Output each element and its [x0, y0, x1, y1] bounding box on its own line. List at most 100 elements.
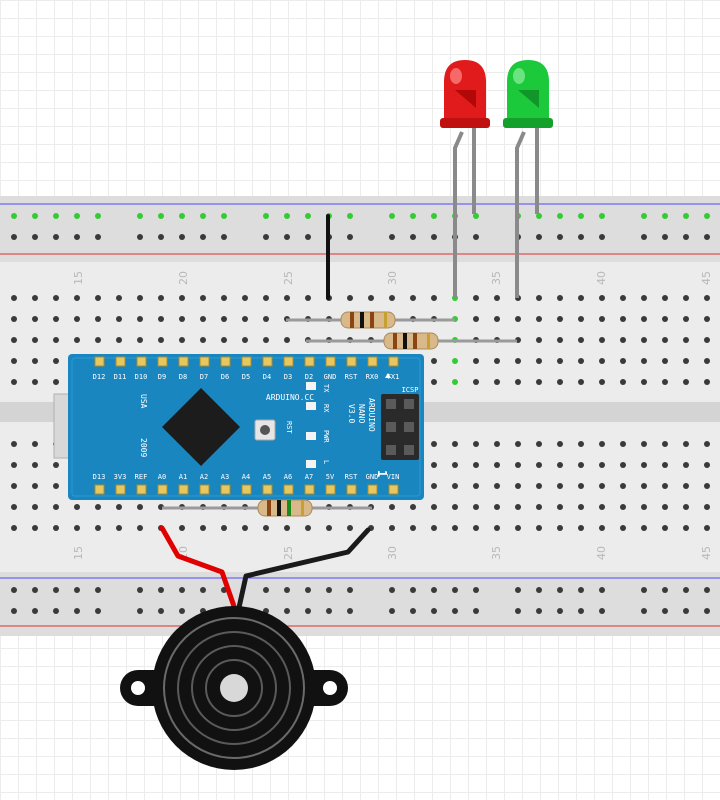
- rail-hole: [32, 608, 38, 614]
- breadboard-hole: [620, 462, 626, 468]
- breadboard-hole: [32, 504, 38, 510]
- resistor-buzzer: [257, 499, 313, 517]
- pin-label: D7: [200, 373, 208, 381]
- rail-hole: [158, 608, 164, 614]
- rail-hole: [284, 213, 290, 219]
- breadboard-hole: [578, 316, 584, 322]
- breadboard-hole: [704, 462, 710, 468]
- breadboard-hole: [284, 525, 290, 531]
- breadboard-hole: [452, 525, 458, 531]
- rail-hole: [74, 587, 80, 593]
- breadboard-hole: [74, 525, 80, 531]
- breadboard-hole: [662, 462, 668, 468]
- breadboard-hole: [599, 337, 605, 343]
- breadboard-hole: [473, 441, 479, 447]
- breadboard-hole: [536, 379, 542, 385]
- breadboard-hole: [242, 295, 248, 301]
- pin-5v: 5V: [325, 473, 336, 495]
- breadboard-hole: [95, 337, 101, 343]
- rail-hole: [683, 608, 689, 614]
- breadboard-hole: [620, 316, 626, 322]
- rail-hole: [662, 608, 668, 614]
- rail-hole: [200, 587, 206, 593]
- rail-hole: [452, 608, 458, 614]
- breadboard-hole: [11, 337, 17, 343]
- rail-hole: [158, 234, 164, 240]
- breadboard-hole: [683, 441, 689, 447]
- breadboard-hole: [263, 295, 269, 301]
- breadboard-hole: [599, 358, 605, 364]
- breadboard-hole: [32, 379, 38, 385]
- pin-label: RST: [345, 473, 358, 481]
- breadboard-hole: [578, 379, 584, 385]
- breadboard-hole: [263, 316, 269, 322]
- pin-d12: D12: [93, 356, 105, 381]
- rail-hole: [137, 213, 143, 219]
- led-label-l: L: [322, 460, 330, 464]
- breadboard-hole: [683, 525, 689, 531]
- pin-d2: D2: [304, 356, 315, 381]
- pin-label: 3V3: [114, 473, 127, 481]
- rail-hole: [221, 213, 227, 219]
- breadboard-hole: [620, 337, 626, 343]
- pin-a7: A7: [304, 473, 315, 495]
- breadboard-hole: [704, 295, 710, 301]
- rail-hole: [536, 608, 542, 614]
- breadboard-hole: [620, 379, 626, 385]
- rail-hole: [641, 608, 647, 614]
- icsp-header: [381, 394, 419, 460]
- column-label: 45: [700, 271, 713, 285]
- led-label-rx: RX: [322, 404, 330, 413]
- rail-hole: [599, 587, 605, 593]
- arduino-nano: RST ARDUINO.CC TX RX PWR L ARDUINO NANO …: [53, 354, 424, 500]
- rail-hole: [473, 587, 479, 593]
- breadboard-hole: [473, 525, 479, 531]
- breadboard-hole: [578, 358, 584, 364]
- rail-hole: [95, 608, 101, 614]
- breadboard-hole: [557, 441, 563, 447]
- breadboard-hole: [536, 441, 542, 447]
- nano-board: [68, 354, 424, 500]
- breadboard-hole: [452, 441, 458, 447]
- pin-d7: D7: [199, 356, 210, 381]
- breadboard-hole: [221, 316, 227, 322]
- led-label-pwr: PWR: [322, 430, 330, 443]
- breadboard-hole: [305, 295, 311, 301]
- breadboard-hole: [200, 316, 206, 322]
- breadboard-hole: [536, 295, 542, 301]
- breadboard-hole: [32, 295, 38, 301]
- breadboard-hole: [200, 525, 206, 531]
- breadboard-hole: [452, 358, 458, 364]
- column-label: 30: [386, 271, 399, 285]
- origin-usa: USA: [139, 394, 148, 409]
- breadboard-hole: [662, 504, 668, 510]
- breadboard-hole: [53, 295, 59, 301]
- pin-label: VIN: [387, 473, 400, 481]
- breadboard-hole: [95, 295, 101, 301]
- rail-hole: [200, 213, 206, 219]
- breadboard-hole: [11, 462, 17, 468]
- rail-hole: [95, 234, 101, 240]
- pin-a5: A5: [262, 473, 273, 495]
- pin-3v3: 3V3: [114, 473, 127, 495]
- breadboard-hole: [578, 525, 584, 531]
- rail-hole: [431, 234, 437, 240]
- top-pin-row: D12 D11 D10 D9 D8 D7 D6 D5 D4 D3 D2 GND …: [93, 356, 399, 381]
- breadboard-hole: [53, 504, 59, 510]
- rail-hole: [284, 587, 290, 593]
- rail-hole: [179, 587, 185, 593]
- breadboard-hole: [641, 483, 647, 489]
- breadboard-hole: [599, 462, 605, 468]
- pin-rx0: RX0: [366, 356, 378, 381]
- pin-label: A4: [242, 473, 250, 481]
- breadboard-hole: [431, 525, 437, 531]
- rail-hole: [221, 234, 227, 240]
- breadboard-hole: [641, 379, 647, 385]
- breadboard-hole: [620, 441, 626, 447]
- rail-hole: [683, 587, 689, 593]
- pin-label: A2: [200, 473, 208, 481]
- pin-a3: A3: [220, 473, 231, 495]
- breadboard-hole: [662, 316, 668, 322]
- breadboard-hole: [557, 525, 563, 531]
- breadboard-hole: [494, 504, 500, 510]
